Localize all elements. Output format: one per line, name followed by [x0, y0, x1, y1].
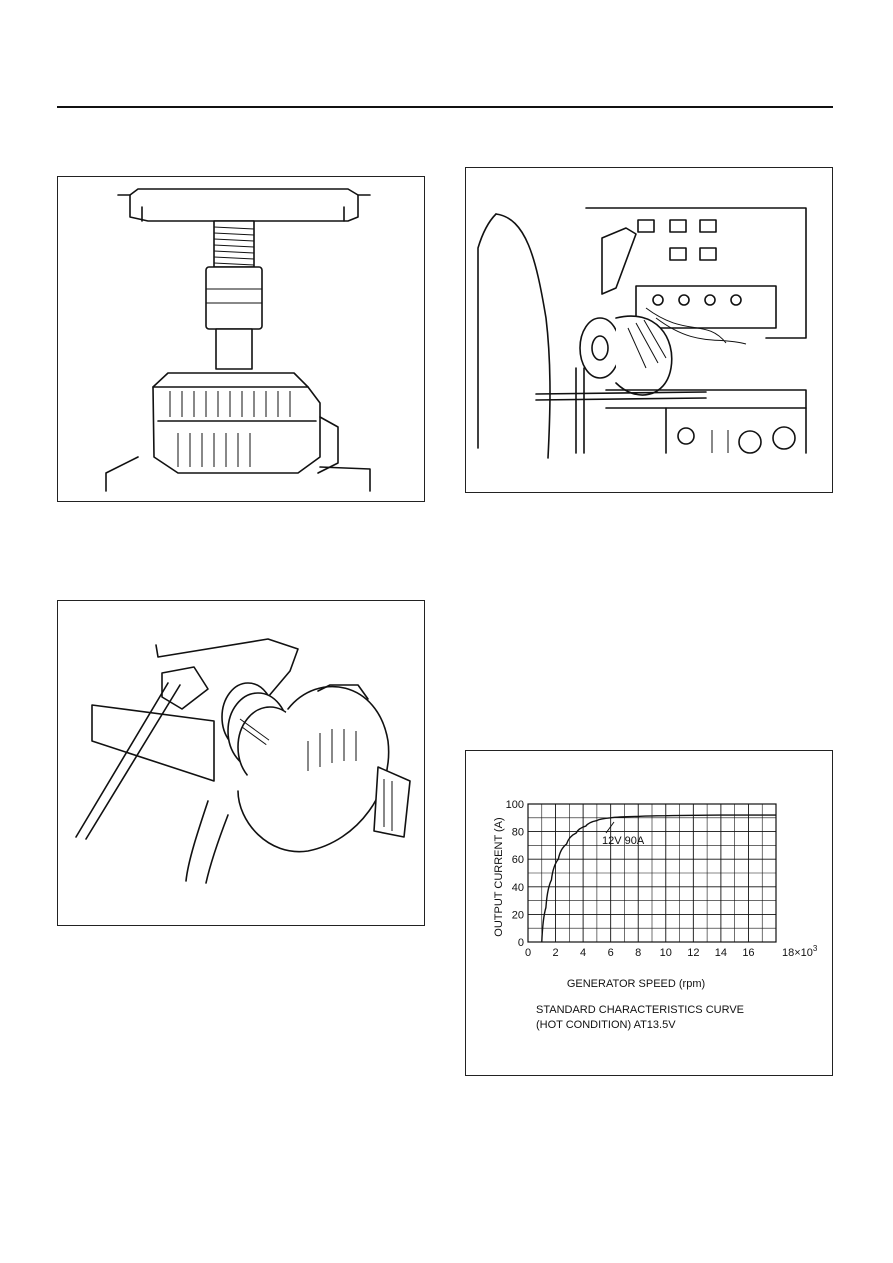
press-figure — [57, 176, 425, 502]
x-tick-label: 8 — [635, 947, 641, 959]
chart-subtitle: (HOT CONDITION) AT13.5V — [536, 1019, 676, 1031]
wrench-illustration — [75, 638, 411, 884]
annotation-leader-line — [605, 821, 615, 834]
press-illustration — [105, 188, 371, 492]
x-tick-label: 14 — [715, 947, 727, 959]
characteristics-chart: 0 2 4 6 8 10 12 14 16 18×103 0 20 40 60 80 100 OUTPUT C… — [493, 799, 818, 1031]
wrench-figure — [57, 600, 425, 926]
series-line-12v-90a — [541, 814, 776, 943]
y-tick-label: 0 — [518, 937, 524, 949]
x-tick-exponent: 3 — [813, 944, 818, 953]
x-tick-label: 4 — [580, 947, 586, 959]
x-tick-label: 2 — [552, 947, 558, 959]
y-tick-label: 40 — [512, 882, 524, 894]
y-tick-label: 100 — [506, 799, 524, 811]
y-axis-label: OUTPUT CURRENT (A) — [493, 817, 505, 936]
plot-frame — [527, 803, 777, 943]
x-tick-label: 10 — [660, 947, 672, 959]
x-tick-label: 12 — [687, 947, 699, 959]
bench-illustration — [477, 207, 807, 459]
x-tick-label: 0 — [525, 947, 531, 959]
curve-annotation-label: 12V 90A — [602, 835, 645, 847]
y-tick-label: 20 — [512, 909, 524, 921]
y-tick-label: 60 — [512, 854, 524, 866]
bench-figure — [465, 167, 833, 493]
chart-figure: 0 2 4 6 8 10 12 14 16 18×103 0 20 40 60 80 100 OUTPUT C… — [465, 750, 833, 1076]
y-tick-label: 80 — [512, 827, 524, 839]
x-tick-label: 18×103 — [782, 944, 818, 959]
x-tick-label: 16 — [742, 947, 754, 959]
chart-title: STANDARD CHARACTERISTICS CURVE — [536, 1004, 744, 1016]
x-tick-label: 6 — [608, 947, 614, 959]
header-rule — [57, 106, 833, 108]
x-axis-label: GENERATOR SPEED (rpm) — [567, 978, 705, 990]
